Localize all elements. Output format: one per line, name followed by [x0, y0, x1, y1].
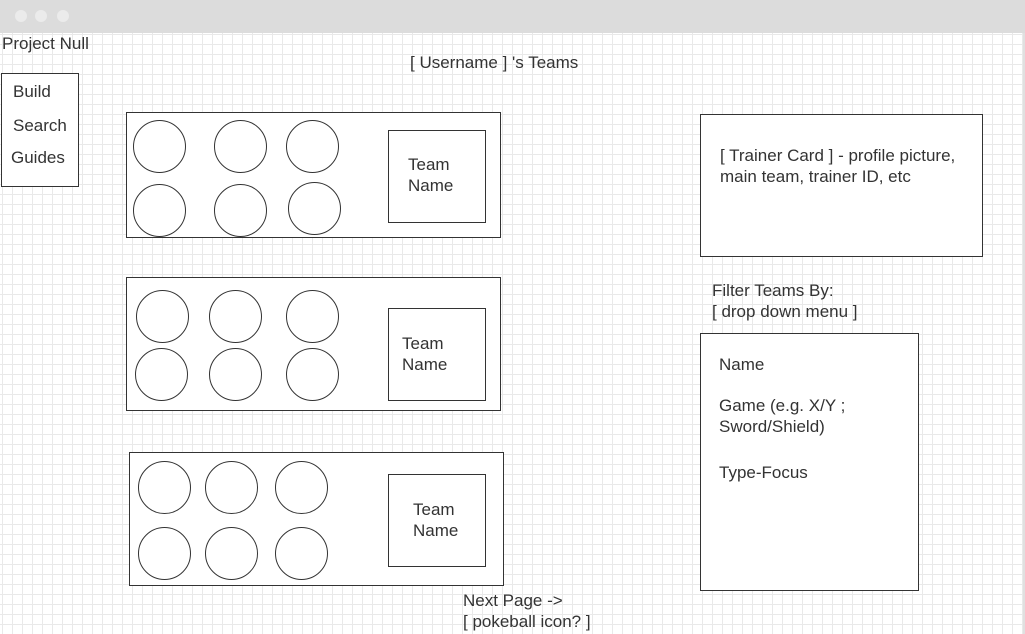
nav-item-search[interactable]: Search — [13, 116, 67, 135]
nav-item-build[interactable]: Build — [13, 82, 51, 101]
pokemon-slot[interactable] — [275, 527, 328, 580]
trainer-card[interactable]: [ Trainer Card ] - profile picture, main… — [700, 114, 983, 257]
window-maximize-icon[interactable] — [57, 10, 69, 22]
filter-option-label: Sword/Shield) — [719, 417, 825, 436]
window-minimize-icon[interactable] — [35, 10, 47, 22]
team-name-line: Name — [408, 176, 454, 195]
pokemon-slot[interactable] — [205, 527, 258, 580]
team-name-box[interactable]: Team Name — [388, 130, 486, 223]
pokemon-slot[interactable] — [214, 184, 267, 237]
pokemon-slot[interactable] — [214, 120, 267, 173]
window-titlebar — [0, 0, 1025, 33]
pokemon-slot[interactable] — [205, 461, 258, 514]
trainer-card-text: main team, trainer ID, etc — [720, 167, 911, 186]
pokeball-icon[interactable]: [ pokeball icon? ] — [463, 612, 591, 631]
team-name-line: Team — [402, 334, 444, 353]
scrollbar-track — [1023, 33, 1025, 634]
filter-dropdown-note: [ drop down menu ] — [712, 302, 858, 321]
pokemon-slot[interactable] — [136, 290, 189, 343]
pokemon-slot[interactable] — [138, 527, 191, 580]
filter-option-label: Type-Focus — [719, 463, 808, 482]
filter-option-type-focus[interactable]: Type-Focus — [719, 462, 808, 483]
team-card[interactable]: Team Name — [126, 277, 501, 411]
pokemon-slot[interactable] — [135, 348, 188, 401]
pokemon-slot[interactable] — [133, 120, 186, 173]
filter-dropdown-menu[interactable]: Name Game (e.g. X/Y ; Sword/Shield) Type… — [700, 333, 919, 591]
team-card[interactable]: Team Name — [126, 112, 501, 238]
team-name-box[interactable]: Team Name — [388, 308, 486, 401]
team-name-line: Name — [413, 521, 459, 540]
pokemon-slot[interactable] — [133, 184, 186, 237]
filter-option-name[interactable]: Name — [719, 354, 764, 375]
filter-option-label: Name — [719, 355, 765, 374]
page-title: [ Username ] 's Teams — [410, 53, 579, 72]
next-page-link[interactable]: Next Page -> — [463, 591, 563, 610]
sidebar-nav: Build Search Guides — [1, 73, 79, 187]
pokemon-slot[interactable] — [286, 348, 339, 401]
pokemon-slot[interactable] — [275, 461, 328, 514]
filter-label: Filter Teams By: — [712, 281, 834, 300]
nav-item-guides[interactable]: Guides — [11, 148, 65, 167]
team-name-line: Team — [408, 155, 450, 174]
filter-option-label: Game (e.g. X/Y ; — [719, 396, 846, 415]
trainer-card-text: [ Trainer Card ] - profile picture, — [720, 146, 956, 165]
pokemon-slot[interactable] — [209, 290, 262, 343]
pokemon-slot[interactable] — [138, 461, 191, 514]
team-name-line: Team — [413, 500, 455, 519]
window-close-icon[interactable] — [15, 10, 27, 22]
pokemon-slot[interactable] — [286, 120, 339, 173]
pokemon-slot[interactable] — [209, 348, 262, 401]
pokemon-slot[interactable] — [286, 290, 339, 343]
app-title: Project Null — [2, 34, 89, 53]
team-card[interactable]: Team Name — [129, 452, 504, 586]
team-name-line: Name — [402, 355, 448, 374]
team-name-box[interactable]: Team Name — [388, 474, 486, 567]
pokemon-slot[interactable] — [288, 182, 341, 235]
filter-option-game[interactable]: Game (e.g. X/Y ; Sword/Shield) — [719, 395, 845, 437]
